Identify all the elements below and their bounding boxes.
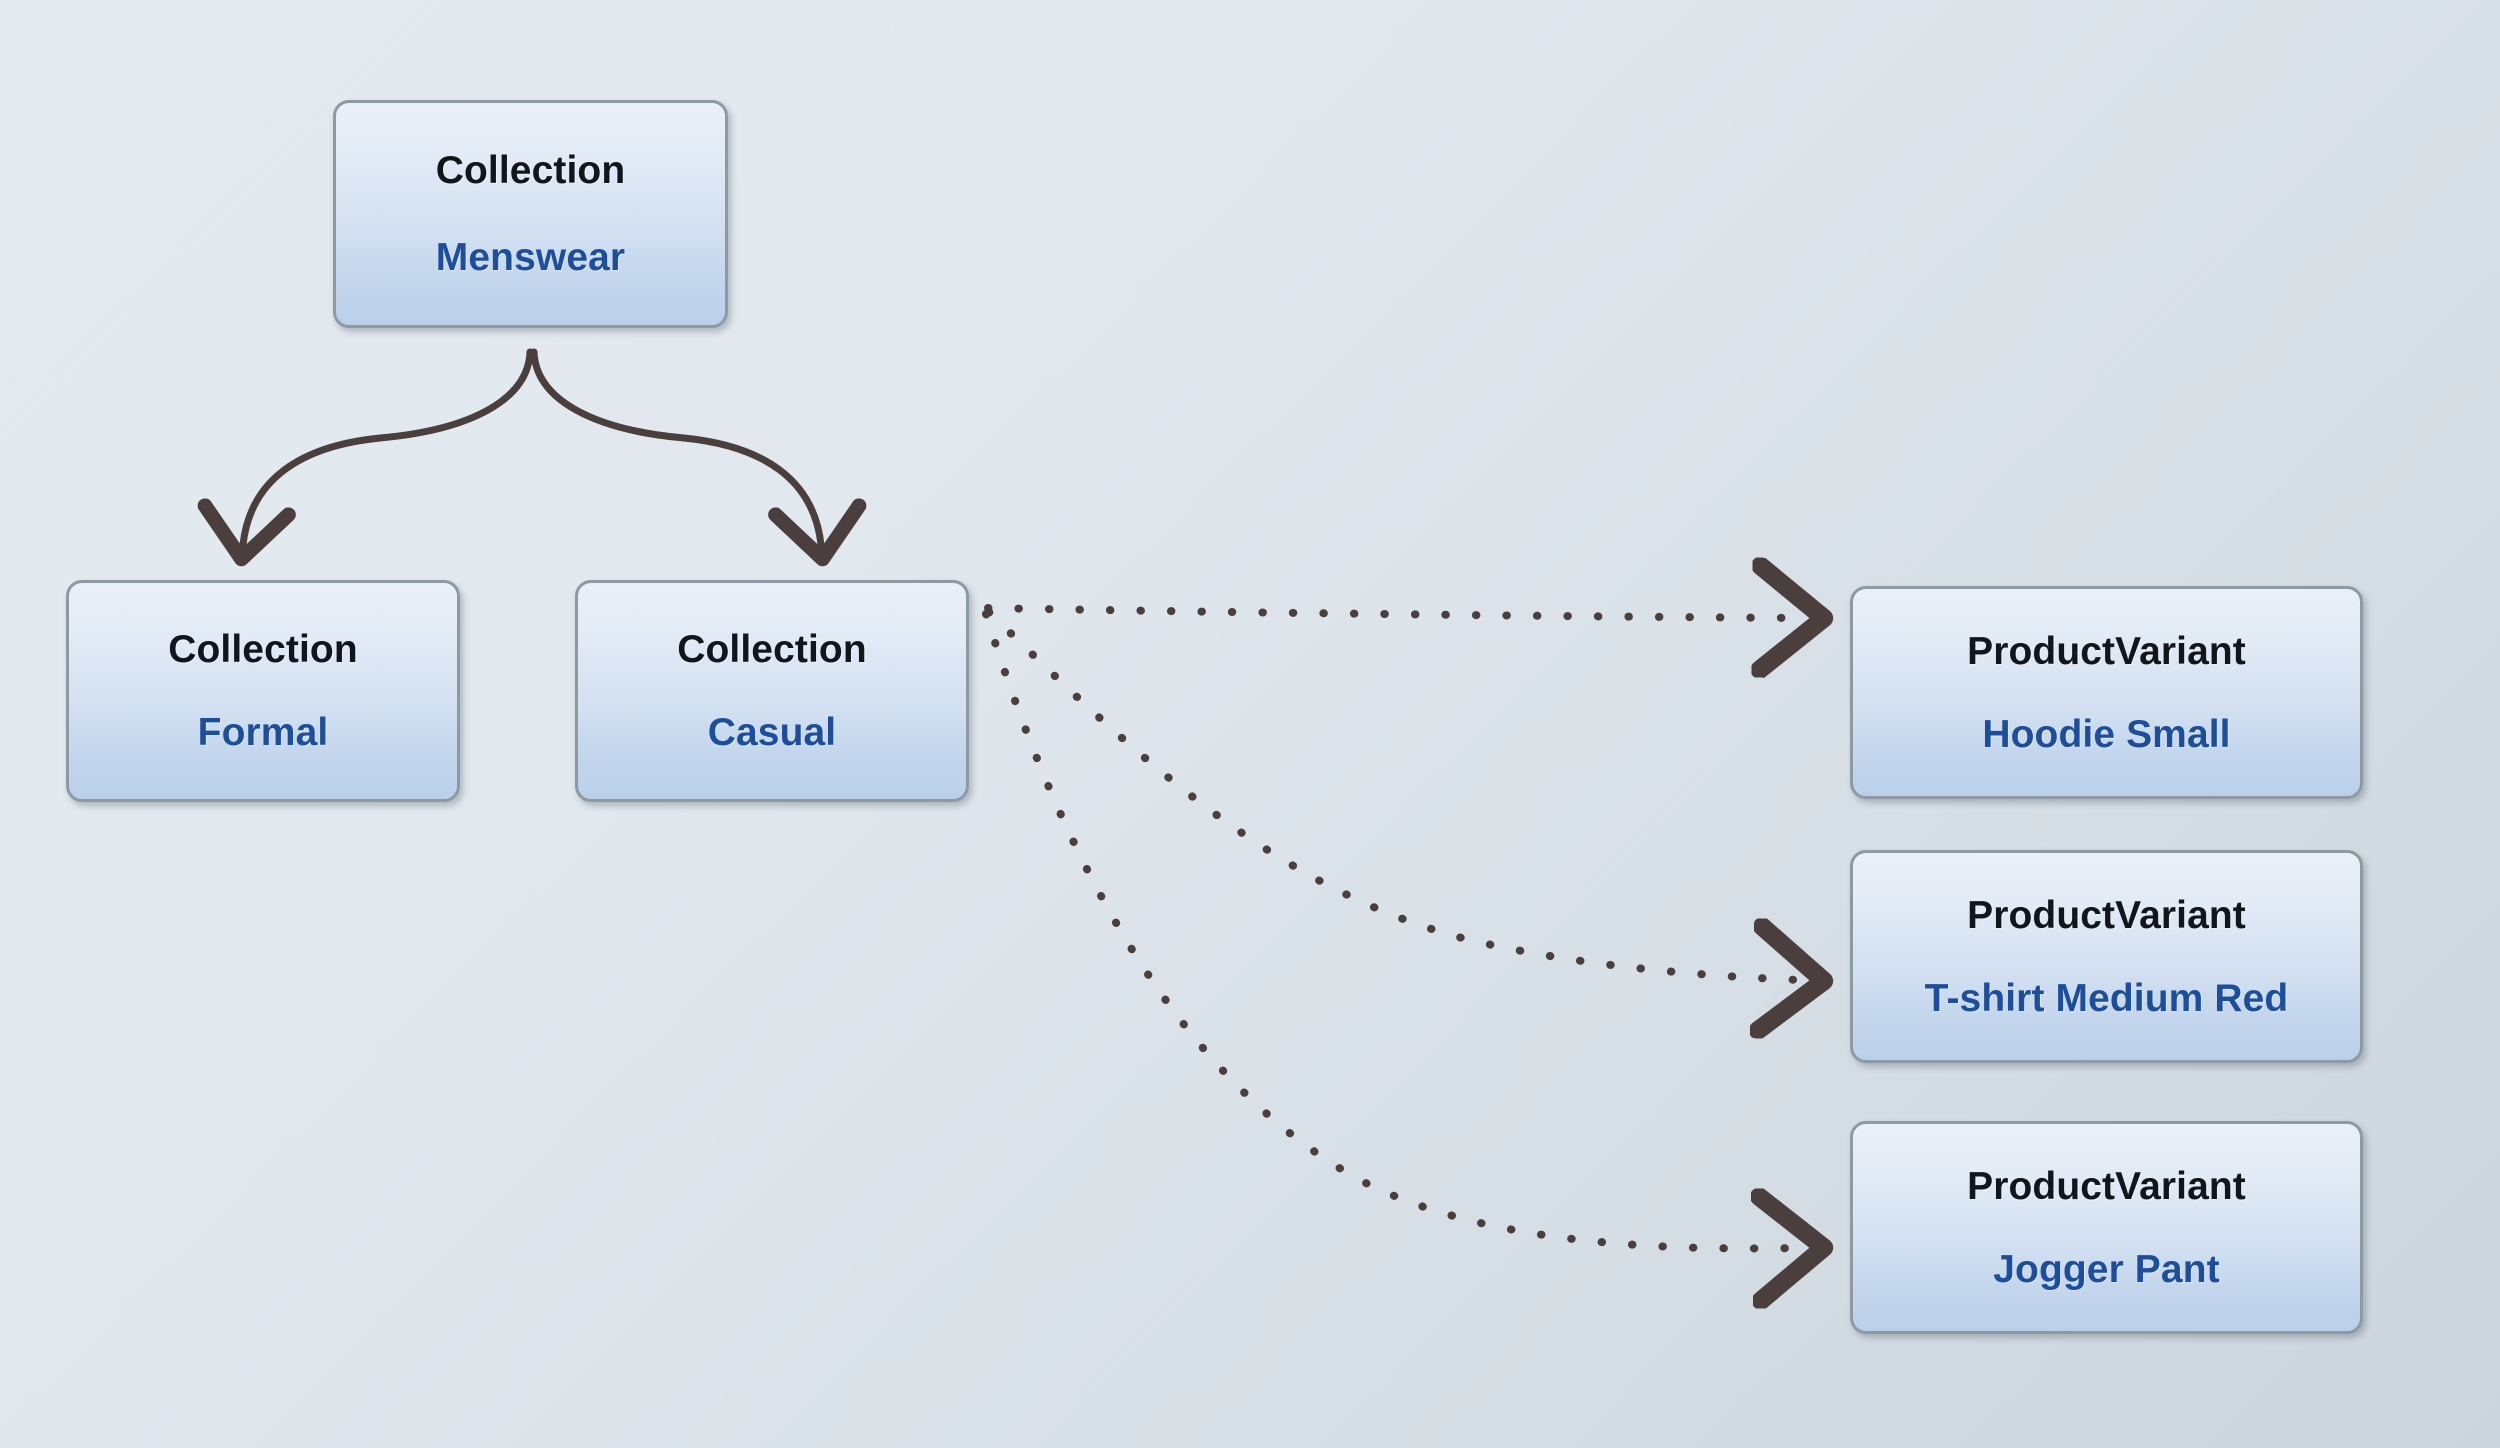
node-title: ProductVariant — [1967, 893, 2246, 937]
node-subtitle: Menswear — [435, 236, 626, 279]
node-collection-casual[interactable]: Collection Casual — [575, 580, 969, 802]
edge-menswear-formal — [197, 348, 534, 567]
node-title: ProductVariant — [1967, 629, 2246, 673]
node-collection-formal[interactable]: Collection Formal — [66, 580, 460, 802]
node-subtitle: T-shirt Medium Red — [1924, 976, 2289, 1020]
node-productvariant-hoodie-small[interactable]: ProductVariant Hoodie Small — [1850, 586, 2363, 799]
edge-casual-tshirt-medium-red — [985, 608, 1800, 980]
node-subtitle: Jogger Pant — [1993, 1247, 2220, 1291]
node-productvariant-tshirt-medium-red[interactable]: ProductVariant T-shirt Medium Red — [1850, 850, 2363, 1063]
node-title: Collection — [168, 628, 358, 671]
node-subtitle: Hoodie Small — [1982, 712, 2231, 756]
node-subtitle: Casual — [707, 711, 837, 754]
edge-casual-jogger-pant — [982, 610, 1800, 1248]
node-title: ProductVariant — [1967, 1164, 2246, 1208]
edge-casual-hoodie-small — [984, 608, 1800, 618]
node-title: Collection — [435, 149, 626, 192]
node-title: Collection — [677, 628, 867, 671]
node-productvariant-jogger-pant[interactable]: ProductVariant Jogger Pant — [1850, 1121, 2363, 1334]
node-subtitle: Formal — [197, 711, 329, 754]
node-collection-menswear[interactable]: Collection Menswear — [333, 100, 728, 328]
edge-menswear-casual — [530, 348, 867, 567]
